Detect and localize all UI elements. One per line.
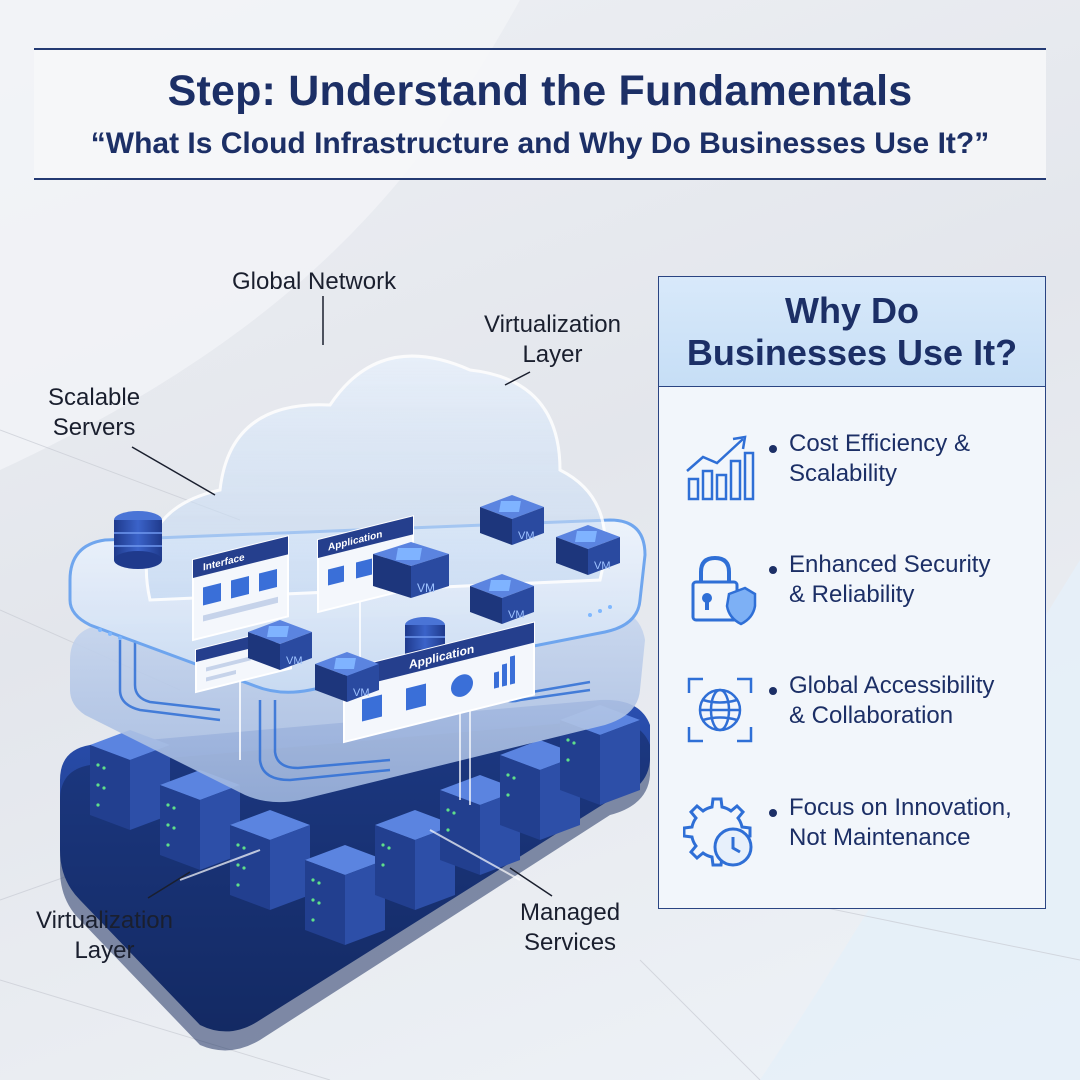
cloud-infrastructure-diagram: Interface Application Application: [0, 190, 660, 1080]
benefit-cost-efficiency: Cost Efficiency & Scalability: [659, 425, 1045, 525]
gear-clock-icon: [683, 797, 753, 867]
benefit-security: Enhanced Security & Reliability: [659, 546, 1045, 646]
lock-shield-icon: [691, 555, 757, 626]
header-banner: Step: Understand the Fundamentals “What …: [34, 48, 1046, 180]
page-subtitle: “What Is Cloud Infrastructure and Why Do…: [90, 127, 990, 161]
benefits-panel-heading: Why Do Businesses Use It?: [659, 277, 1045, 387]
vm-block: VM: [248, 620, 312, 670]
label-managed-services: Managed Services: [520, 899, 621, 956]
label-virtualization-layer-top: Virtualization Layer: [484, 311, 621, 368]
vm-block: VM: [315, 652, 379, 702]
bar-chart-growth-icon: [686, 435, 755, 501]
svg-text:VM: VM: [417, 581, 435, 595]
label-global-network: Global Network: [232, 268, 397, 295]
label-virtualization-layer-bottom: Virtualization Layer: [36, 907, 173, 964]
globe-arrows-icon: [687, 677, 753, 743]
svg-text:VM: VM: [518, 530, 535, 542]
svg-text:VM: VM: [508, 609, 525, 621]
vm-block: VM: [556, 525, 620, 575]
interface-window: Interface: [192, 535, 289, 642]
benefit-global-accessibility: Global Accessibility & Collaboration: [659, 667, 1045, 767]
benefits-panel: Why Do Businesses Use It? Cost Efficienc…: [658, 276, 1046, 909]
label-scalable-servers: Scalable Servers: [48, 384, 141, 441]
svg-text:VM: VM: [594, 560, 611, 572]
page-title: Step: Understand the Fundamentals: [167, 66, 913, 115]
application-window-large: Application: [343, 621, 535, 744]
vm-block: VM: [470, 574, 534, 624]
vm-blocks: VM VM VM VM: [248, 495, 620, 702]
svg-text:VM: VM: [353, 687, 370, 699]
svg-text:VM: VM: [286, 655, 303, 667]
cloud-shape: [144, 354, 607, 602]
vm-block: VM: [480, 495, 544, 545]
benefit-focus-innovation: Focus on Innovation, Not Maintenance: [659, 789, 1045, 889]
vm-block: VM: [373, 542, 449, 598]
database-top-left: [114, 511, 162, 569]
floating-windows: Interface Application Application: [192, 495, 620, 744]
